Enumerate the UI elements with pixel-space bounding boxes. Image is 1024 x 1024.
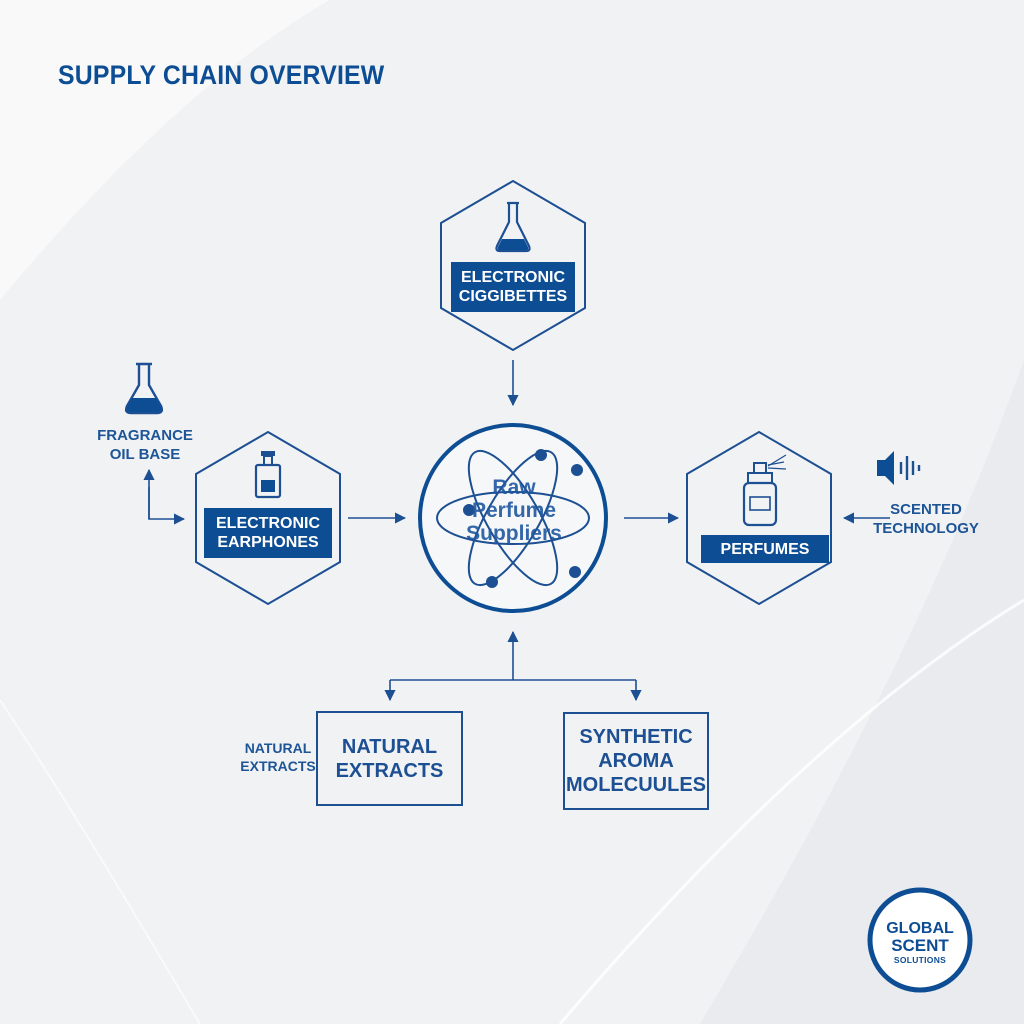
- bottom-right-box: [563, 712, 709, 810]
- top-node-flask-icon: [495, 201, 531, 253]
- company-logo: GLOBAL SCENT SOLUTIONS: [872, 920, 968, 966]
- scented-line1: SCENTED: [890, 501, 962, 518]
- right-node-spray-bottle-icon: [742, 454, 787, 527]
- fragrance-line1: FRAGRANCE: [97, 427, 193, 444]
- center-node-label: Raw Perfume Suppliers: [438, 476, 590, 545]
- page-title: SUPPLY CHAIN OVERVIEW: [58, 60, 385, 90]
- fragrance-line2: OIL BASE: [109, 446, 181, 463]
- bottom-right-line1: SYNTHETIC: [579, 726, 693, 748]
- logo-line1: GLOBAL: [886, 920, 954, 937]
- left-node-label: ELECTRONIC EARPHONES: [204, 508, 332, 558]
- center-node-circle: [418, 423, 608, 613]
- bottom-left-box-label: NATURAL EXTRACTS: [317, 712, 462, 805]
- top-node-hexagon: [440, 179, 586, 352]
- top-node-label-line2: CIGGIBETTES: [458, 288, 568, 305]
- natural-side-line2: EXTRACTS: [240, 758, 316, 774]
- center-node-line2: Perfume: [471, 499, 557, 522]
- left-node-label-line1: ELECTRONIC: [216, 515, 320, 532]
- center-node-line1: Raw: [492, 476, 536, 499]
- bottom-left-line1: NATURAL: [341, 735, 438, 758]
- speaker-icon: [877, 451, 921, 485]
- right-node-label-text: PERFUMES: [720, 540, 810, 558]
- bottom-left-line2: EXTRACTS: [335, 759, 444, 782]
- bottom-left-box: [316, 711, 463, 806]
- bottom-right-line3: MOLECUULES: [566, 774, 706, 796]
- left-node-perfume-bottle-icon: [254, 451, 282, 499]
- right-node-label: PERFUMES: [701, 535, 829, 563]
- right-node-hexagon: [686, 430, 832, 606]
- connectors: [143, 360, 890, 702]
- natural-extracts-side-label: NATURAL EXTRACTS: [236, 739, 320, 775]
- fragrance-oil-label: FRAGRANCE OIL BASE: [86, 426, 204, 464]
- bottom-right-line2: AROMA: [598, 750, 674, 772]
- fragrance-flask-icon: [124, 362, 164, 415]
- logo-line2: SCENT: [891, 936, 949, 955]
- top-node-label-line1: ELECTRONIC: [461, 269, 565, 286]
- logo-ring: [867, 887, 973, 993]
- center-node-line3: Suppliers: [466, 522, 562, 545]
- atom-icon: [436, 449, 590, 588]
- bottom-right-box-label: SYNTHETIC AROMA MOLECUULES: [564, 713, 708, 809]
- scented-technology-label: SCENTED TECHNOLOGY: [864, 500, 988, 538]
- natural-side-line1: NATURAL: [244, 740, 312, 756]
- logo-line3: SOLUTIONS: [893, 955, 947, 965]
- left-node-label-line2: EARPHONES: [217, 534, 319, 551]
- left-node-hexagon: [195, 430, 341, 606]
- scented-line2: TECHNOLOGY: [873, 520, 979, 537]
- top-node-label: ELECTRONIC CIGGIBETTES: [451, 262, 575, 312]
